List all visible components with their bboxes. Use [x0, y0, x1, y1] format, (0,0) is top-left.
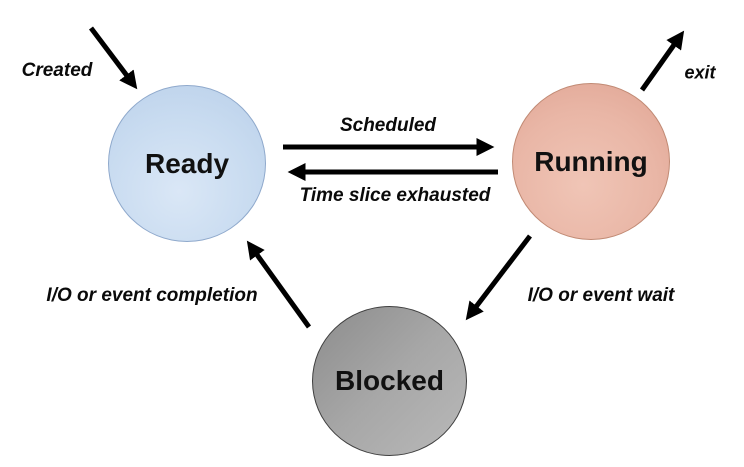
scheduled-label: Scheduled [339, 115, 437, 136]
time-slice-exhausted-label: Time slice exhausted [299, 185, 491, 206]
created-arrow [89, 26, 138, 90]
state-running-label: Running [534, 145, 648, 177]
io-completion-arrow [246, 240, 312, 329]
state-blocked-label: Blocked [335, 365, 444, 396]
created-label: Created [21, 60, 93, 81]
exit-arrow [639, 30, 685, 92]
state-blocked: Blocked [312, 306, 467, 456]
state-ready: Ready [108, 85, 266, 242]
state-running: Running [512, 83, 670, 240]
io-completion-label: I/O or event completion [46, 285, 258, 306]
state-ready-label: Ready [144, 147, 230, 179]
exit-label: exit [684, 62, 716, 83]
io-wait-label: I/O or event wait [527, 285, 675, 306]
io-wait-arrow [465, 234, 532, 321]
